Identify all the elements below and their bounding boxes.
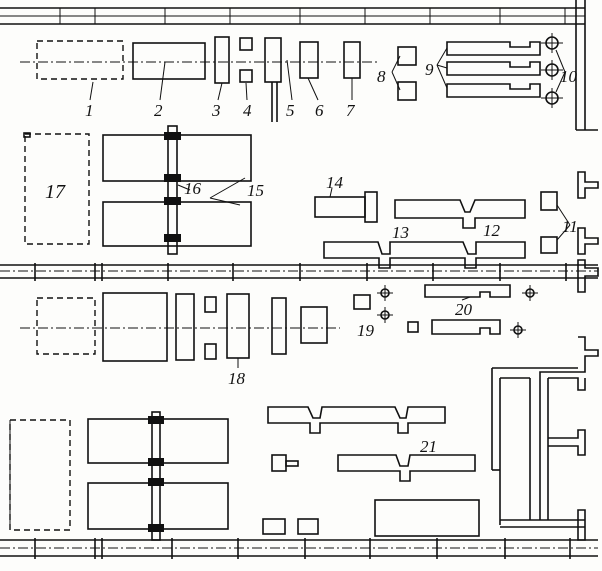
label-6: 6 bbox=[315, 101, 324, 120]
machine-8b bbox=[397, 81, 417, 101]
row3-machines bbox=[20, 284, 538, 368]
machine-row4-b bbox=[87, 418, 229, 464]
machine-4b bbox=[239, 69, 253, 83]
machine-18 bbox=[226, 293, 250, 359]
label-2: 2 bbox=[154, 101, 163, 120]
machine-row3-b bbox=[102, 292, 168, 362]
row2-machines bbox=[23, 125, 252, 255]
label-20: 20 bbox=[455, 300, 473, 319]
label-3: 3 bbox=[211, 101, 221, 120]
right-wall-structure bbox=[491, 336, 599, 541]
machine-11b bbox=[540, 236, 558, 254]
label-5: 5 bbox=[286, 101, 295, 120]
label-17: 17 bbox=[45, 181, 66, 203]
column-marks bbox=[377, 285, 538, 338]
machine-11a bbox=[540, 191, 558, 211]
reference-labels: 1 2 3 4 5 6 7 8 9 10 11 12 13 14 15 16 1… bbox=[45, 60, 578, 456]
label-7: 7 bbox=[346, 101, 356, 120]
machine-20a bbox=[424, 284, 511, 298]
label-21: 21 bbox=[420, 437, 437, 456]
label-15: 15 bbox=[247, 181, 264, 200]
machine-7 bbox=[343, 41, 361, 79]
machine-14 bbox=[314, 196, 366, 218]
machine-19b bbox=[407, 321, 419, 333]
machine-row3-a bbox=[36, 297, 96, 355]
machine-3 bbox=[214, 36, 230, 84]
machine-2 bbox=[132, 42, 206, 80]
label-1: 1 bbox=[85, 101, 94, 120]
label-11: 11 bbox=[562, 217, 578, 236]
label-12: 12 bbox=[483, 221, 501, 240]
machine-5 bbox=[264, 37, 282, 83]
machine-9b bbox=[446, 61, 541, 76]
top-wall bbox=[0, 0, 598, 131]
row4-machines bbox=[9, 406, 480, 541]
machine-13 bbox=[323, 241, 526, 269]
row1-machines bbox=[20, 33, 566, 122]
label-8: 8 bbox=[377, 67, 386, 86]
label-14: 14 bbox=[326, 173, 344, 192]
crane-rail-middle bbox=[0, 259, 599, 293]
machine-row4-a bbox=[9, 419, 71, 531]
machine-9c bbox=[446, 83, 541, 98]
label-9: 9 bbox=[425, 60, 434, 79]
machine-12 bbox=[394, 199, 526, 229]
machine-row3-c bbox=[175, 293, 195, 361]
machine-1 bbox=[36, 40, 124, 80]
machine-8a bbox=[397, 46, 417, 66]
row2-right-machines bbox=[314, 171, 599, 269]
machine-4a bbox=[239, 37, 253, 51]
label-16: 16 bbox=[184, 179, 202, 198]
machine-20b bbox=[431, 319, 501, 335]
machine-6 bbox=[299, 41, 319, 79]
label-19: 19 bbox=[357, 321, 375, 340]
crane-rail-bottom bbox=[0, 538, 598, 559]
machine-19a bbox=[353, 294, 371, 310]
label-4: 4 bbox=[243, 101, 252, 120]
machine-17 bbox=[24, 133, 90, 245]
label-13: 13 bbox=[392, 223, 409, 242]
label-10: 10 bbox=[560, 67, 578, 86]
machine-16 bbox=[167, 125, 178, 255]
machine-21 bbox=[337, 454, 476, 482]
machine-9a bbox=[446, 41, 541, 56]
machine-row4-c bbox=[87, 482, 229, 530]
machine-row4-d bbox=[267, 406, 446, 434]
label-18: 18 bbox=[228, 369, 246, 388]
